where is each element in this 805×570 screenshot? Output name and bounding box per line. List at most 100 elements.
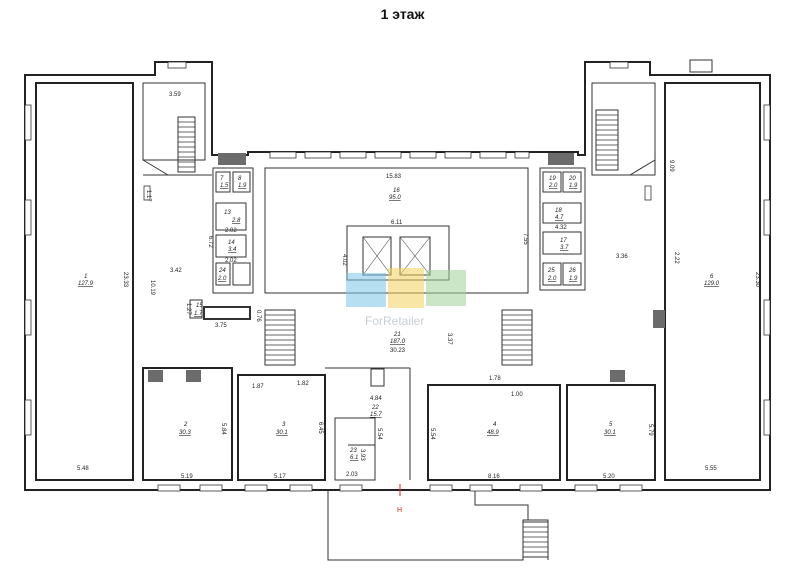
room-18-area: 4.7 [555, 215, 564, 221]
room-19-number: 19 [549, 176, 556, 182]
watermark-brand: ForRetailer [365, 314, 424, 328]
room-4-number: 4 [493, 422, 497, 428]
dim-6-72: 6.72 [207, 236, 213, 248]
dim-4-02: 4.02 [341, 254, 347, 266]
dim-2-03: 2.03 [346, 472, 358, 478]
dim-2-22: 2.22 [673, 252, 679, 264]
room-23-number: 23 [349, 448, 357, 454]
dim-10-19: 10.19 [149, 280, 155, 296]
dim-1-78: 1.78 [489, 376, 501, 382]
dimension-labels: 3.59 15.83 6.11 7.55 4.02 3.37 30.23 3.4… [77, 92, 760, 480]
room-4-area: 48.9 [487, 430, 499, 436]
dim-23-33: 23.33 [122, 272, 128, 288]
room-26-area: 1.9 [569, 276, 578, 282]
room-20-area: 1.9 [569, 183, 578, 189]
room-21-area: 187.0 [390, 339, 406, 345]
room-15-number: 15 [196, 303, 203, 309]
entrance-label: H [397, 507, 402, 514]
room-3-number: 3 [282, 422, 286, 428]
dim-15-83: 15.83 [386, 174, 402, 180]
dim-6-45: 6.45 [317, 422, 323, 434]
room-14-number: 14 [228, 240, 235, 246]
dim-1-82: 1.82 [297, 381, 309, 387]
dim-1-87: 1.87 [252, 384, 264, 390]
room-8-number: 8 [238, 176, 242, 182]
dim-3-75: 3.75 [215, 323, 227, 329]
dim-8-16: 8.16 [488, 474, 500, 480]
room-7-area: 1.5 [220, 183, 229, 189]
dim-5-84: 5.84 [220, 423, 226, 435]
room-1-area: 127.9 [78, 281, 94, 287]
dim-5-48: 5.48 [77, 466, 89, 472]
dim-1-00: 1.00 [511, 392, 523, 398]
room-21-number: 21 [393, 332, 401, 338]
room-24-number: 24 [218, 268, 226, 274]
room-16-area: 95.0 [389, 195, 401, 201]
room-3-area: 30.1 [276, 430, 288, 436]
dim-1-27: 1.27 [185, 303, 191, 315]
room-6-area: 129.0 [704, 281, 720, 287]
room-2-area: 30.3 [179, 430, 191, 436]
room-14-area: 3.4 [228, 247, 237, 253]
dim-5-54-b: 5.54 [429, 428, 435, 440]
dim-1-17: 1.17 [145, 190, 151, 202]
dim-5-20: 5.20 [603, 474, 615, 480]
room-22-number: 22 [371, 405, 379, 411]
room-26-number: 26 [568, 268, 576, 274]
room-6-number: 6 [710, 274, 714, 280]
floor-title: 1 этаж [380, 6, 425, 22]
room-1-number: 1 [84, 274, 87, 280]
dim-5-17: 5.17 [274, 474, 286, 480]
dim-9-09: 9.09 [668, 160, 674, 172]
dim-5-54-a: 5.54 [376, 428, 382, 440]
dim-0-76: 0.76 [255, 310, 261, 322]
room-5-area: 30.1 [604, 430, 616, 436]
room-25-number: 25 [547, 268, 555, 274]
entrance-mark: H [397, 484, 402, 514]
room-25-area: 2.0 [547, 276, 557, 282]
corridor-stairs [264, 309, 533, 387]
dim-30-23: 30.23 [390, 348, 406, 354]
dim-3-59: 3.59 [169, 92, 181, 98]
dim-3-36: 3.36 [616, 254, 628, 260]
right-wc-cluster [539, 153, 586, 291]
room-24-area: 2.0 [217, 276, 227, 282]
dim-5-79: 5.79 [647, 424, 653, 436]
dim-6-11: 6.11 [391, 220, 403, 226]
room-13-number: 13 [224, 210, 231, 216]
room-16-number: 16 [393, 188, 400, 194]
room-19-area: 2.0 [548, 183, 558, 189]
left-wc-cluster [189, 153, 254, 320]
dim-5-19: 5.19 [181, 474, 193, 480]
dim-23-30: 23.30 [754, 272, 760, 288]
dim-5-55: 5.55 [705, 466, 717, 472]
dim-4-32: 4.32 [555, 225, 567, 231]
windows [24, 61, 771, 492]
room-labels: 1 127.9 2 30.3 3 30.1 4 48.9 5 30.1 6 12… [78, 176, 720, 461]
dim-3-93: 3.93 [359, 449, 365, 461]
room-17-area: 3.7 [560, 245, 569, 251]
room-18-number: 18 [555, 208, 562, 214]
lower-rooms [142, 310, 665, 481]
dim-7-55: 7.55 [522, 233, 528, 245]
room-5-number: 5 [609, 422, 613, 428]
dim-3-37: 3.37 [446, 333, 452, 345]
room-15-area: 1.7 [194, 311, 203, 317]
annex [327, 490, 549, 561]
dim-2-02-b: 2.02 [225, 258, 237, 264]
left-stair-core [142, 82, 212, 176]
room-20-number: 20 [568, 176, 576, 182]
watermark: ForRetailer [346, 268, 466, 328]
dim-3-42: 3.42 [170, 268, 182, 274]
room-2-number: 2 [183, 422, 188, 428]
room-8-area: 1.9 [238, 183, 247, 189]
dim-4-84: 4.84 [370, 396, 382, 402]
room-13-area: 2.8 [231, 218, 241, 224]
right-stair-core [591, 82, 656, 176]
room-23-area: 6.1 [350, 455, 358, 461]
room-7-number: 7 [220, 176, 224, 182]
dim-2-02-a: 2.02 [225, 228, 237, 234]
room-22-area: 15.7 [370, 412, 382, 418]
room-17-number: 17 [560, 238, 567, 244]
